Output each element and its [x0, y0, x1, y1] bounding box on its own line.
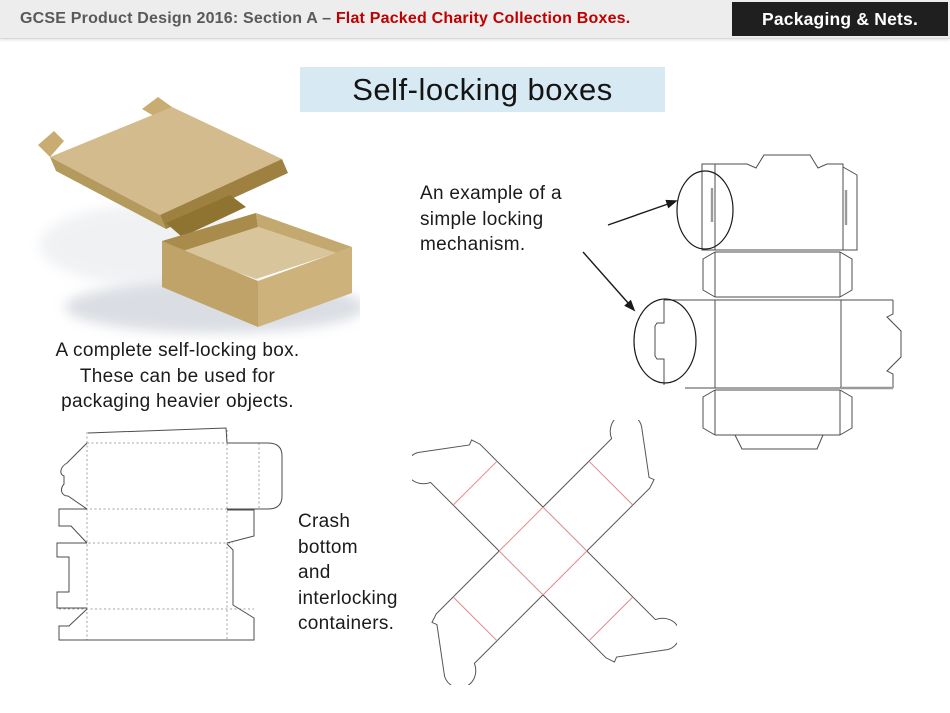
packaging-nets-badge: Packaging & Nets. — [732, 2, 948, 36]
locking-mechanism-note: An example of a simple locking mechanism… — [420, 183, 562, 255]
header-course-text: GCSE Product Design 2016: Section A – — [20, 10, 336, 27]
photo-caption: A complete self-locking box. These can b… — [55, 340, 300, 412]
box-base — [162, 213, 352, 327]
net-arm — [542, 550, 677, 663]
self-locking-box-photo — [38, 97, 360, 333]
cut-lines — [56, 427, 283, 641]
page-title: Self-locking boxes — [300, 67, 665, 112]
annotation-arrows — [582, 199, 678, 312]
header-topic-text: Flat Packed Charity Collection Boxes. — [335, 10, 631, 27]
header-title: GCSE Product Design 2016: Section A – Fl… — [20, 10, 630, 28]
interlocking-container-net-diagram — [412, 420, 677, 685]
fold-lines — [57, 430, 260, 640]
self-locking-box-net-diagram — [582, 154, 902, 450]
annotation-circle-bottom — [633, 298, 697, 384]
box-lid — [38, 97, 288, 229]
net-arm — [542, 420, 655, 552]
net-arm — [412, 439, 544, 552]
crash-bottom-net-diagram — [56, 427, 283, 641]
nets-note: Crash bottom and interlocking containers… — [298, 511, 398, 634]
net-arm — [431, 550, 544, 685]
box-locking-flap — [166, 195, 246, 237]
annotation-circle-top — [676, 170, 734, 250]
lock-slits — [710, 188, 893, 390]
